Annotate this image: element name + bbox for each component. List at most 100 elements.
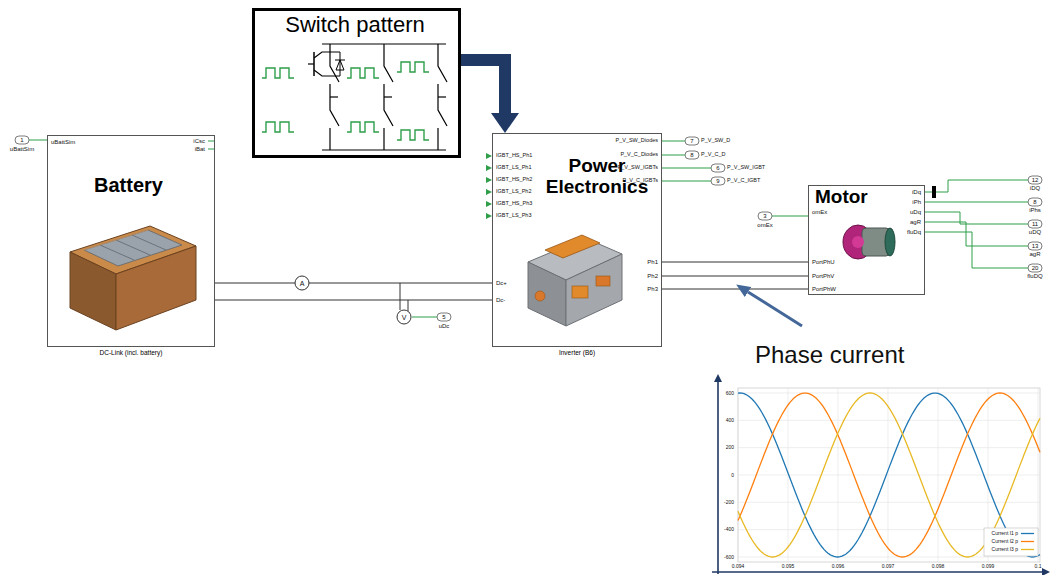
- power-wire: [215, 283, 492, 284]
- mux-bar: [932, 186, 936, 198]
- igbt-symbol: [314, 70, 330, 76]
- signal-name: omEx: [757, 222, 772, 228]
- grid-line: [738, 475, 1040, 476]
- inverter-unit: [528, 262, 566, 326]
- signal-line: [662, 168, 711, 169]
- signal-name: Dc-: [496, 297, 505, 303]
- axis-tick: 400: [726, 418, 734, 423]
- legend-entry: Current I2 p: [992, 539, 1018, 544]
- block-caption: Inverter (B6): [493, 349, 661, 356]
- signal-name: omEx: [812, 209, 827, 215]
- switch-leg: [383, 128, 384, 150]
- block-title: Switch pattern: [255, 13, 455, 37]
- axis-arrow: [712, 571, 1042, 573]
- axis-tick: -200: [724, 500, 734, 505]
- axis-tick: -600: [724, 555, 734, 560]
- current-curve: [738, 393, 1040, 557]
- signal-line: [662, 155, 685, 156]
- battery-pack: [116, 240, 150, 255]
- signal-line: [925, 180, 1028, 192]
- signal-name: fluDq: [907, 229, 921, 235]
- signal-name: Ph3: [647, 286, 658, 292]
- signal-name: 5: [442, 314, 445, 320]
- gate-pulse: [397, 130, 429, 140]
- signal-line: [772, 216, 808, 217]
- io-port: [711, 177, 725, 185]
- signal-line: [412, 317, 437, 318]
- signal-name: agR: [1029, 251, 1040, 257]
- axis-tick: 0.096: [832, 564, 845, 569]
- legend-line: [1021, 549, 1034, 550]
- phase-tap: [438, 96, 446, 97]
- inverter-unit: [535, 291, 545, 301]
- io-port: [685, 151, 699, 159]
- callout-title: Phase current: [755, 343, 904, 367]
- signal-line: [925, 202, 1028, 203]
- signal-name: 7: [690, 138, 693, 144]
- current-curve: [738, 393, 1040, 557]
- flow-arrow: [461, 60, 505, 113]
- signal-name: PortPhV: [812, 273, 834, 279]
- power-wire: [662, 262, 808, 263]
- signal-name: fluDQ: [1027, 273, 1042, 279]
- signal-name: iPhs: [1029, 207, 1041, 213]
- axis-tick: 0.095: [782, 564, 795, 569]
- block-title: Motor: [815, 187, 875, 208]
- io-port: [1028, 242, 1042, 250]
- signal-name: IGBT_HS_Ph2: [496, 177, 532, 183]
- pattern-box: Switch pattern: [252, 8, 461, 158]
- io-port: [15, 136, 29, 144]
- signal-name: P_V_SW_D: [701, 138, 730, 144]
- battery-pack: [84, 230, 182, 266]
- axis-tick: 0: [731, 473, 734, 478]
- gate-pulse: [262, 122, 294, 132]
- signal-name: P_V_C_Diodes: [620, 152, 658, 158]
- signal-name: A: [300, 280, 305, 287]
- signal-name: 8: [1033, 199, 1036, 205]
- signal-name: 9: [716, 178, 719, 184]
- signal-name: agR: [910, 219, 921, 225]
- signal-name: uBattSim: [10, 146, 34, 152]
- signal-name: IGBT_HS_Ph1: [496, 153, 532, 159]
- signal-name: iCsc: [193, 138, 205, 144]
- signal-name: IGBT_HS_Ph3: [496, 201, 532, 207]
- battery-pack: [100, 245, 134, 260]
- signal-name: Ph1: [647, 259, 658, 265]
- diode-symbol: [330, 52, 345, 76]
- axis-tick: 0.099: [982, 564, 995, 569]
- signal-name: 3: [763, 213, 766, 219]
- signal-line: [208, 149, 214, 150]
- phase-tap: [330, 96, 338, 97]
- callout-arrow: [748, 292, 802, 326]
- axis-tick: 0.1: [1035, 564, 1042, 569]
- signal-name: uDc: [439, 323, 450, 329]
- gate-pulse: [347, 122, 379, 132]
- gate-pulse: [397, 62, 429, 72]
- signal-name: 12: [1032, 177, 1039, 183]
- signal-name: Dc+: [496, 280, 507, 286]
- grid-line: [738, 393, 1040, 394]
- signal-name: P_V_C_IGBTs: [623, 178, 658, 184]
- signal-name: Ph2: [647, 273, 658, 279]
- signal-line: [662, 181, 711, 182]
- battery-block: BatteryDC-Link (incl. battery): [47, 135, 215, 347]
- signal-name: iDq: [912, 189, 921, 195]
- motor-picture: [885, 228, 895, 256]
- io-port: [711, 164, 725, 172]
- signal-name: iPh: [912, 199, 921, 205]
- io-port: [758, 212, 772, 220]
- block-title: Battery: [48, 174, 209, 196]
- signal-name: IGBT_LS_Ph2: [496, 189, 531, 195]
- battery-pack: [70, 206, 196, 330]
- block-title: Power Electronics: [541, 156, 653, 198]
- signal-line: [925, 232, 1028, 268]
- meter-lead: [400, 283, 401, 310]
- axis-tick: 0.094: [732, 564, 745, 569]
- axis-tick: 0.098: [932, 564, 945, 569]
- switch-leg: [330, 84, 339, 126]
- switch-leg: [438, 84, 447, 126]
- signal-line: [925, 222, 1028, 246]
- grid-line: [738, 447, 1040, 448]
